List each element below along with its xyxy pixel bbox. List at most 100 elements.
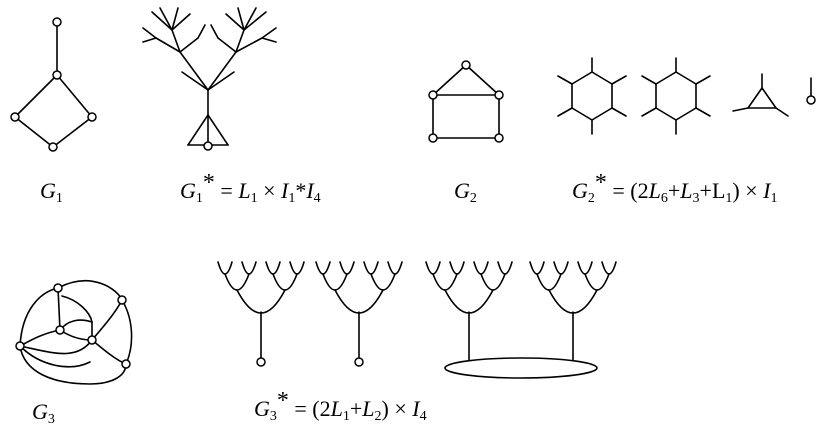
caption-part: = (2: [288, 396, 331, 421]
edge: [480, 273, 506, 291]
edge: [322, 273, 348, 291]
edge: [732, 107, 749, 112]
g2-vertex: [428, 90, 438, 100]
caption-part: G: [40, 178, 56, 203]
binary-tree-3: [425, 261, 513, 361]
caption-part: 1: [195, 191, 203, 206]
edge: [611, 75, 627, 85]
caption-part: G: [572, 178, 588, 203]
g1-vertex: [52, 70, 62, 80]
edge: [197, 24, 206, 39]
vertex: [256, 357, 266, 367]
g3-vertex: [117, 295, 127, 305]
edge: [225, 13, 245, 31]
edge: [171, 7, 179, 31]
graph-g1: [10, 17, 97, 152]
edge: [444, 289, 494, 314]
g3-vertex: [55, 325, 65, 335]
edge: [432, 273, 458, 291]
caption-g2: G2: [454, 178, 477, 206]
cycle-ellipse: [444, 357, 598, 379]
g1-cycle: [14, 74, 93, 148]
caption-part: 1: [288, 191, 296, 206]
vertex: [354, 357, 364, 367]
g3-vertex: [87, 335, 97, 345]
caption-part: +: [667, 178, 681, 203]
caption-part: L: [648, 178, 661, 203]
edge: [187, 114, 209, 146]
edge: [224, 273, 250, 291]
binary-tree-2: [315, 261, 403, 367]
edge: [775, 107, 789, 117]
caption-part: ×: [257, 178, 281, 203]
edge: [339, 261, 355, 275]
edge: [237, 7, 245, 31]
g2-vertex: [461, 60, 471, 70]
caption-part: G: [32, 399, 48, 424]
edge: [425, 261, 441, 275]
caption-part: 1: [770, 191, 778, 206]
caption-part: ) ×: [381, 396, 413, 421]
edge: [243, 7, 257, 31]
caption-part: +: [349, 396, 363, 421]
edge: [59, 319, 93, 331]
edge: [577, 261, 593, 275]
g1-vertex: [87, 112, 97, 122]
binary-tree-1: [217, 261, 305, 367]
edge: [363, 261, 379, 275]
pendant-edge: [806, 77, 816, 105]
caption-part: 3: [692, 191, 700, 206]
edge: [747, 87, 777, 109]
edge: [155, 37, 181, 53]
edge: [207, 51, 237, 91]
edge: [179, 51, 209, 91]
triangle-spokes: [732, 73, 789, 117]
g2-vertex: [494, 133, 504, 143]
tree-g1-star: [142, 7, 277, 151]
edge: [584, 273, 610, 291]
caption-part: G: [180, 178, 196, 203]
caption-part: 6: [660, 191, 668, 206]
edge: [655, 71, 697, 121]
caption-part: I: [306, 178, 314, 203]
g3-vertex: [15, 341, 25, 351]
caption-part: 1: [725, 191, 733, 206]
edge: [151, 11, 173, 31]
edge: [272, 273, 298, 291]
edge: [536, 273, 562, 291]
edge: [235, 29, 245, 53]
edge: [548, 289, 598, 314]
caption-part: 4: [419, 409, 427, 424]
edge: [235, 37, 263, 53]
edge: [19, 287, 127, 385]
g3-vertex: [53, 283, 63, 293]
edge: [432, 94, 500, 139]
edge: [243, 11, 267, 31]
caption-part: L: [330, 396, 343, 421]
caption-part: 2: [587, 191, 595, 206]
edge: [241, 261, 257, 275]
edge: [289, 261, 305, 275]
binary-tree-4: [529, 261, 617, 361]
edge: [19, 329, 61, 347]
caption-part: I: [763, 178, 771, 203]
edge: [142, 37, 157, 43]
caption-part: *: [295, 178, 307, 203]
edge: [315, 261, 331, 275]
edge: [171, 29, 181, 53]
caption-part: L: [238, 178, 251, 203]
edge: [261, 37, 277, 43]
edge: [91, 339, 127, 365]
edge: [159, 7, 173, 31]
edge: [236, 289, 286, 314]
caption-part: =: [214, 178, 239, 203]
edge: [449, 261, 465, 275]
edge: [207, 114, 229, 146]
caption-part: +L: [699, 178, 726, 203]
g1-vertex: [10, 112, 20, 122]
hexagon-1: [557, 57, 627, 135]
caption-part: = (2: [606, 178, 649, 203]
edge: [19, 345, 91, 368]
edge: [387, 261, 403, 275]
